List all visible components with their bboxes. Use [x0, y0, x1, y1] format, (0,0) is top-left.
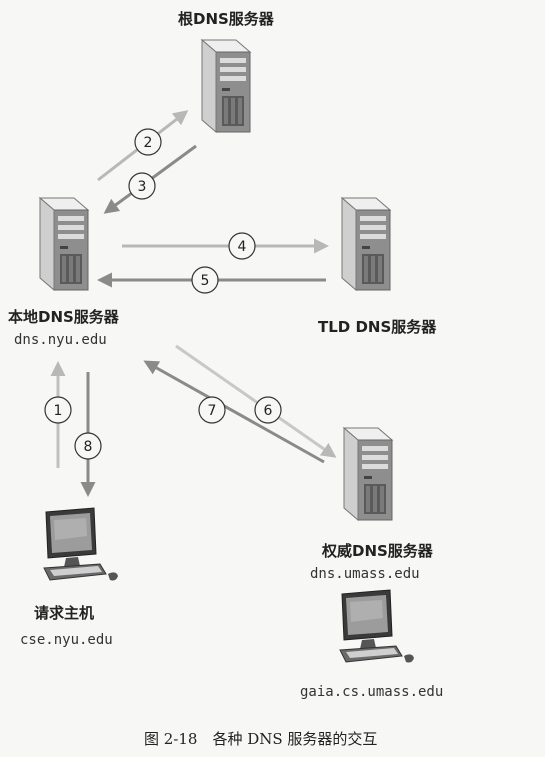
root-server-icon: [201, 39, 251, 133]
figure-caption: 图 2-18 各种 DNS 服务器的交互: [144, 730, 378, 748]
svg-text:6: 6: [264, 403, 273, 419]
step-7-marker: 7: [198, 396, 226, 424]
local-server-icon: [39, 197, 89, 291]
step-2-marker: 2: [134, 128, 162, 156]
arrow-step-6: [175, 344, 337, 458]
step-4-marker: 4: [228, 232, 256, 260]
local-server-label: 本地DNS服务器: [8, 308, 119, 326]
target-host-computer-icon: [339, 589, 415, 663]
auth-server-icon: [343, 427, 393, 521]
requesting-host-label: 请求主机: [34, 604, 95, 622]
tld-server-icon: [341, 197, 391, 291]
step-1-marker: 1: [44, 396, 72, 424]
arrow-step-7: [143, 360, 325, 464]
svg-text:1: 1: [54, 403, 63, 419]
svg-text:2: 2: [144, 135, 153, 151]
auth-server-host: dns.umass.edu: [310, 566, 420, 582]
step-3-marker: 3: [128, 172, 156, 200]
svg-text:3: 3: [138, 179, 147, 195]
svg-text:5: 5: [201, 273, 210, 289]
local-server-host: dns.nyu.edu: [14, 332, 107, 348]
requesting-host-name: cse.nyu.edu: [20, 632, 113, 648]
svg-text:7: 7: [208, 403, 217, 419]
tld-server-label: TLD DNS服务器: [318, 318, 437, 336]
requesting-host-computer-icon: [43, 507, 119, 581]
svg-text:4: 4: [238, 239, 247, 255]
svg-text:8: 8: [84, 439, 93, 455]
step-8-marker: 8: [74, 432, 102, 460]
root-server-label: 根DNS服务器: [178, 10, 274, 28]
step-6-marker: 6: [254, 396, 282, 424]
target-host-name: gaia.cs.umass.edu: [300, 684, 444, 700]
step-5-marker: 5: [191, 266, 219, 294]
auth-server-label: 权威DNS服务器: [322, 542, 433, 560]
